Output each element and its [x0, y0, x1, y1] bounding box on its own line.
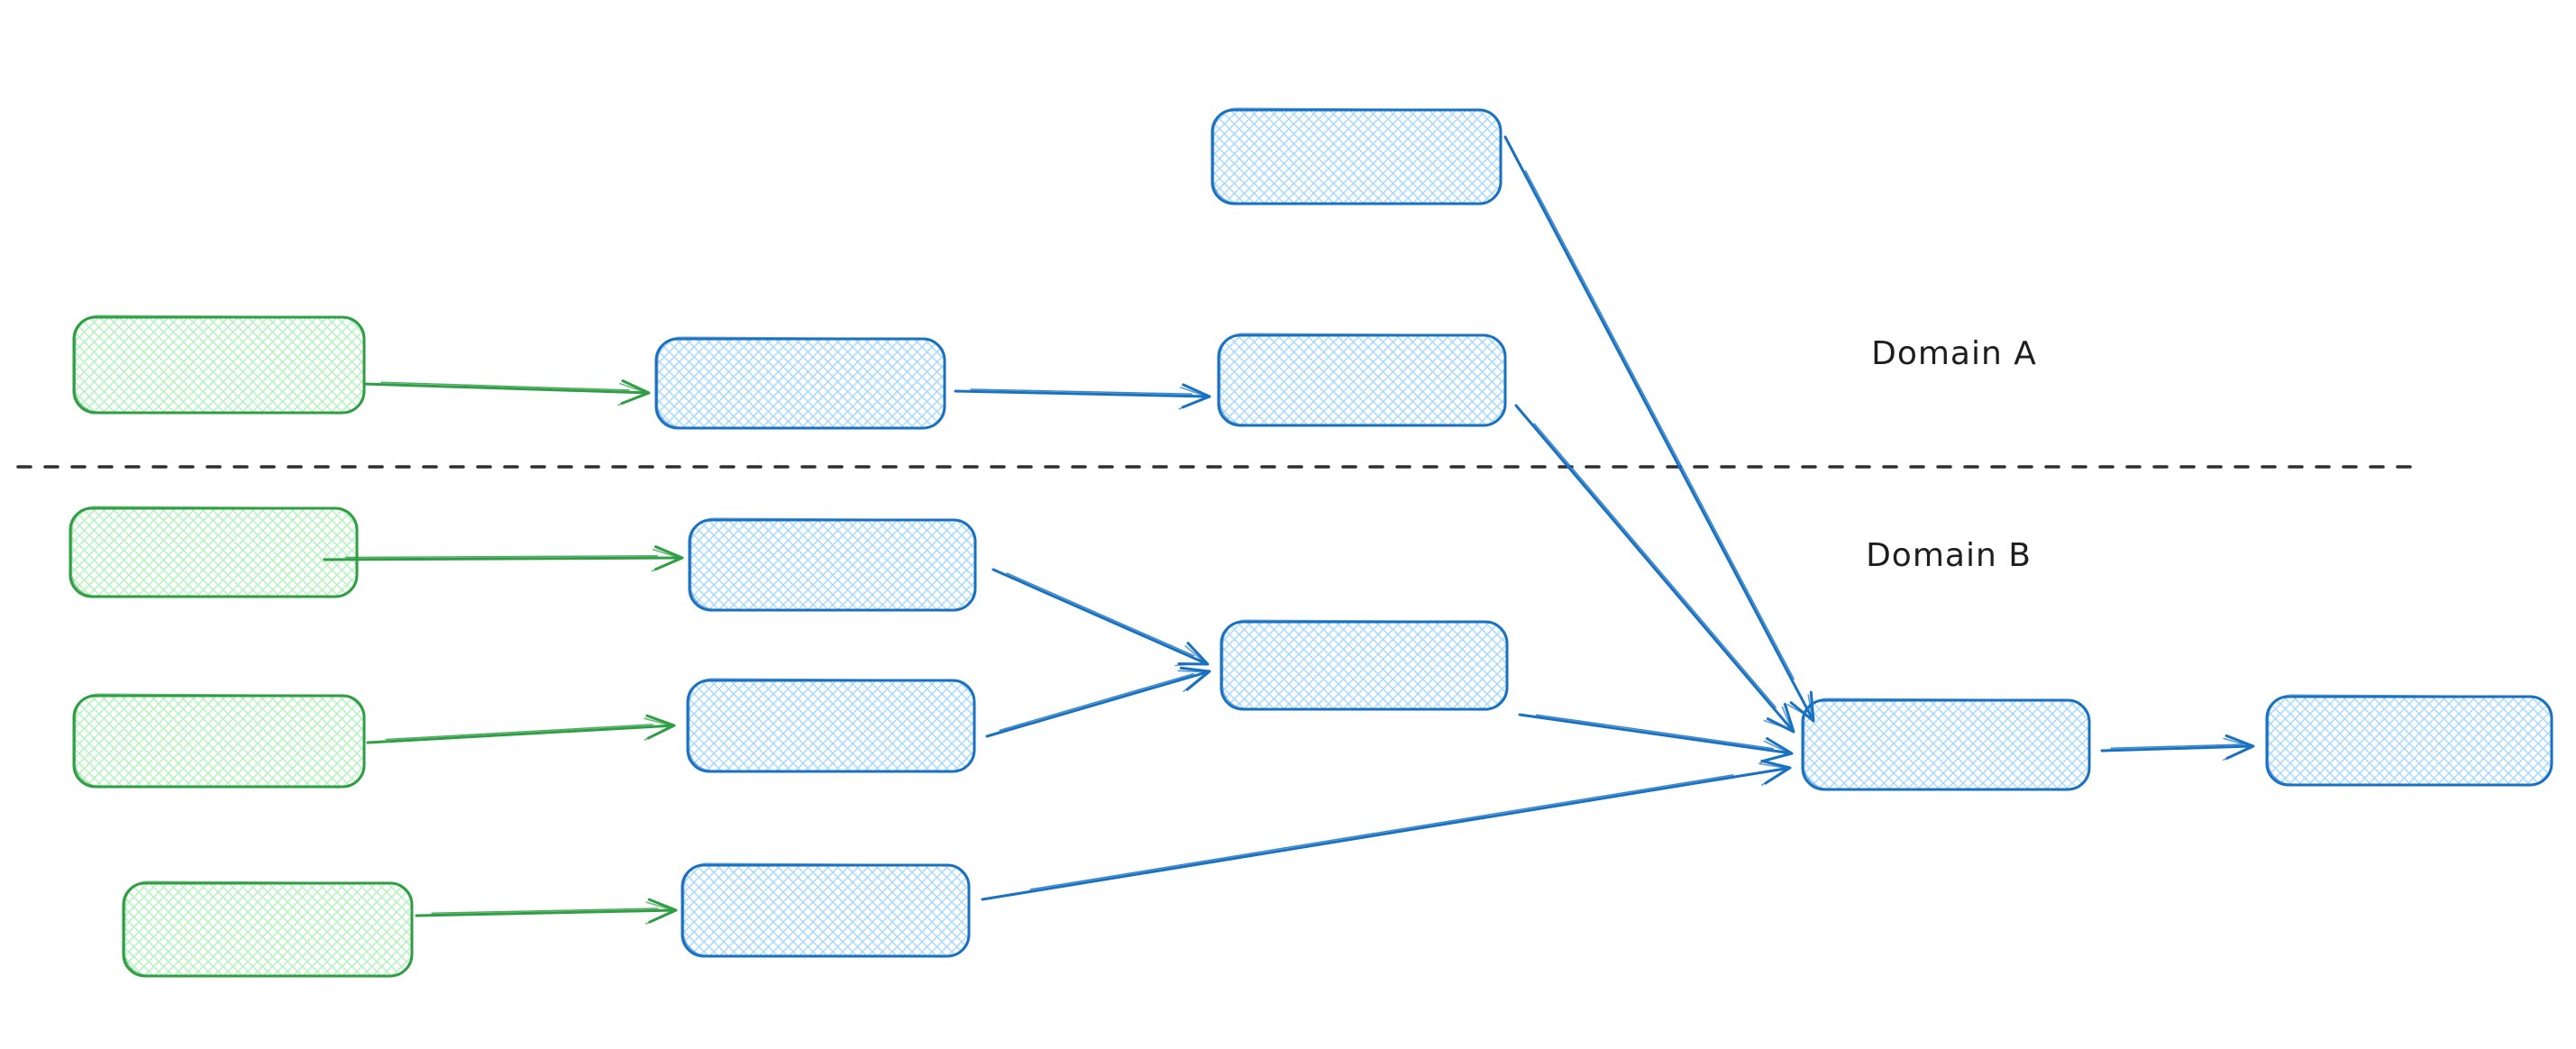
- arrow-b1-stage-to-merge-b: [991, 568, 1210, 667]
- arrow-b2-stage-to-merge-b: [985, 666, 1211, 738]
- node-a-stage1: [654, 336, 946, 430]
- node-output: [2265, 694, 2553, 787]
- node-b3-stage: [681, 862, 971, 958]
- arrow-a-source-to-a-stage1: [362, 379, 651, 406]
- arrow-b2-source-to-b2-stage: [366, 714, 676, 744]
- domain-a-label: Domain A: [1871, 335, 2037, 372]
- node-aggregate: [1801, 698, 2091, 791]
- domain-b-label: Domain B: [1866, 537, 2032, 574]
- arrow-external-a-to-aggregate: [1503, 135, 1815, 723]
- arrow-b3-source-to-b3-stage: [415, 898, 678, 925]
- node-b3-source: [122, 880, 414, 978]
- arrow-merge-b-to-aggregate: [1518, 713, 1794, 763]
- node-b1-source: [69, 506, 359, 598]
- node-b2-stage: [686, 678, 976, 773]
- node-a-source: [72, 315, 366, 415]
- arrow-b3-stage-to-aggregate: [981, 759, 1792, 901]
- node-b1-stage: [688, 517, 977, 612]
- node-external-a: [1210, 107, 1503, 205]
- node-merge-b: [1219, 619, 1509, 711]
- arrow-a-stage1-to-a-stage2: [954, 383, 1211, 410]
- arrow-a-stage2-to-aggregate: [1514, 404, 1795, 734]
- node-a-stage2: [1217, 333, 1507, 427]
- arrow-aggregate-to-output: [2100, 734, 2255, 762]
- node-b2-source: [72, 693, 366, 789]
- arrow-b1-source-to-b1-stage: [323, 545, 684, 572]
